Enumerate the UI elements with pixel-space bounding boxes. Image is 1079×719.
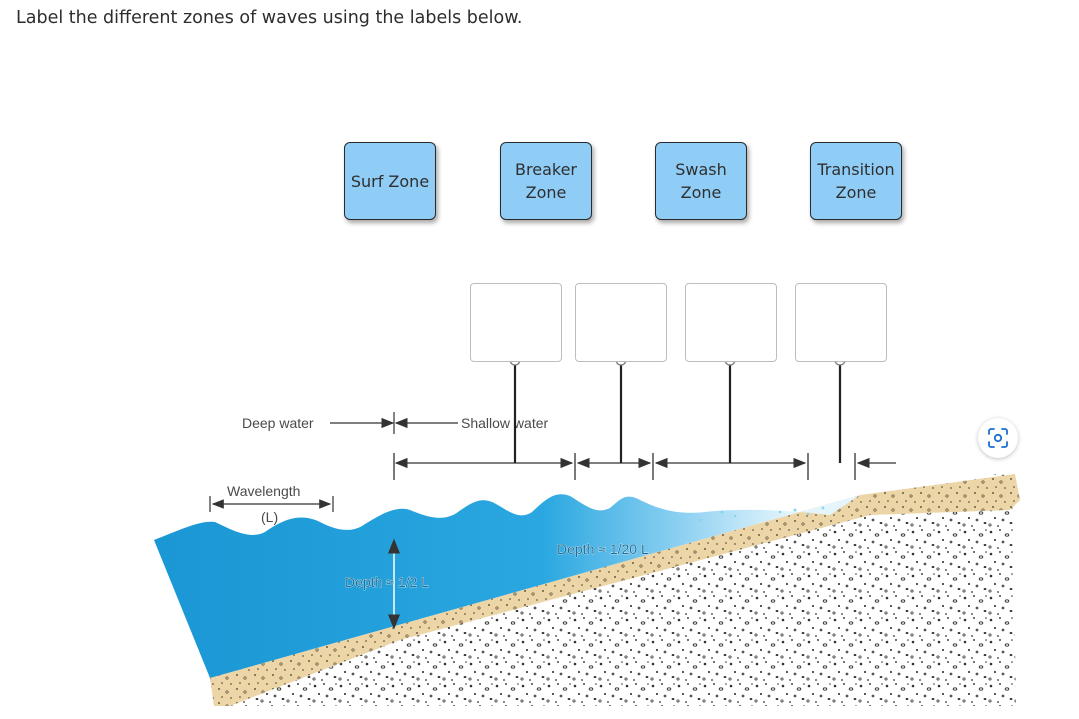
drop-target-2[interactable] (575, 283, 667, 362)
label-chip-swash-zone[interactable]: Swash Zone (655, 142, 747, 220)
label-chip-breaker-zone[interactable]: Breaker Zone (500, 142, 592, 220)
label-chip-transition-zone[interactable]: Transition Zone (810, 142, 902, 220)
drop-target-3[interactable] (685, 283, 777, 362)
depth-shallow-label: Depth ≈ 1/20 L (557, 541, 649, 557)
wavelength-label: Wavelength (227, 483, 300, 499)
depth-deep-label: Depth ≈ 1/2 L (345, 574, 429, 590)
focus-scan-icon (987, 427, 1009, 449)
deep-water-label: Deep water (242, 415, 314, 431)
wavelength-symbol: (L) (261, 509, 278, 525)
label-chip-surf-zone[interactable]: Surf Zone (344, 142, 436, 220)
shallow-water-label: Shallow water (461, 415, 548, 431)
drop-target-4[interactable] (795, 283, 887, 362)
focus-scan-button[interactable] (978, 418, 1018, 458)
drop-target-1[interactable] (470, 283, 562, 362)
